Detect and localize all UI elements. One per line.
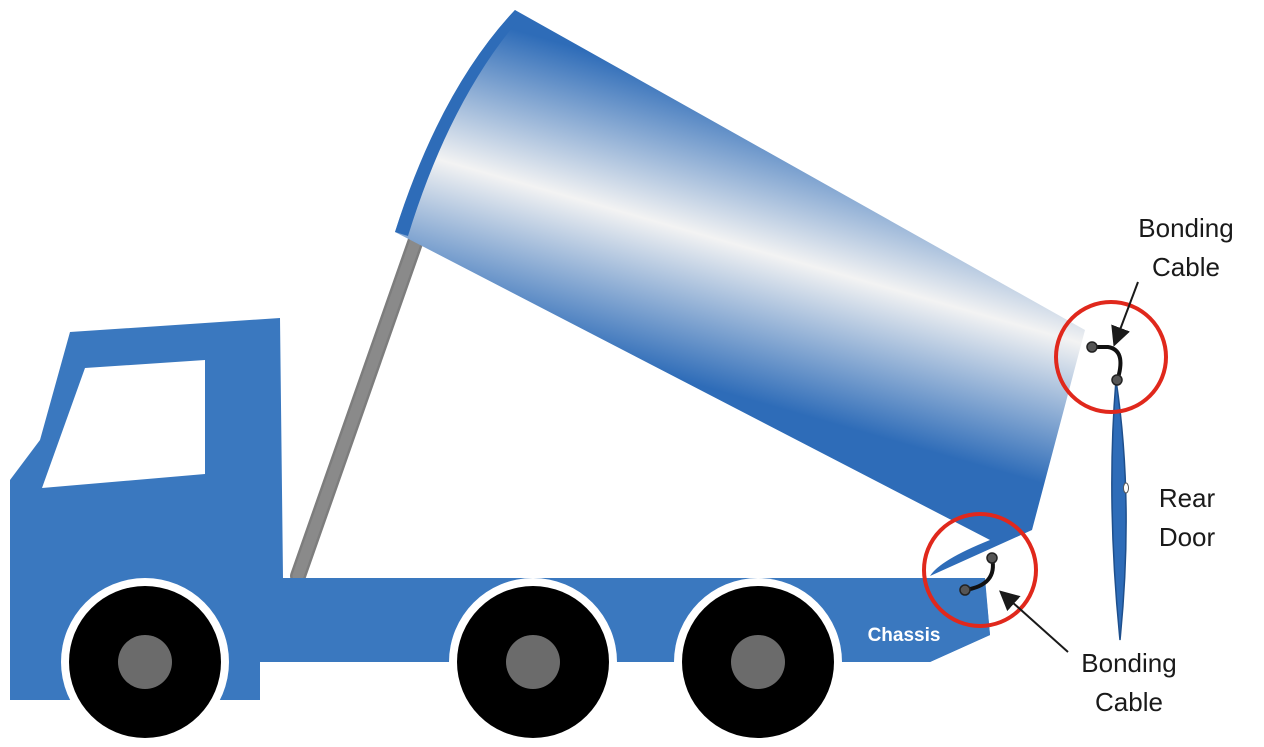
bottom-bonding-label-line1: Bonding [1081, 648, 1176, 678]
rear-door [1112, 380, 1129, 640]
bottom-bonding-label-line2: Cable [1095, 687, 1163, 717]
middle-wheel [449, 578, 617, 742]
top-bonding-label-line1: Bonding [1138, 213, 1233, 243]
rear-wheel [674, 578, 842, 742]
top-bonding-label-line2: Cable [1152, 252, 1220, 282]
chassis-label: Chassis [868, 625, 941, 646]
front-wheel [61, 578, 229, 742]
top-bonding-cable [1087, 342, 1122, 385]
bottom-callout-arrow [1002, 593, 1068, 652]
rear-door-label-line1: Rear [1159, 483, 1216, 513]
dump-tank [395, 10, 1085, 576]
hydraulic-ram [298, 240, 416, 576]
rear-door-label-line2: Door [1159, 522, 1216, 552]
top-callout-arrow [1115, 282, 1138, 343]
